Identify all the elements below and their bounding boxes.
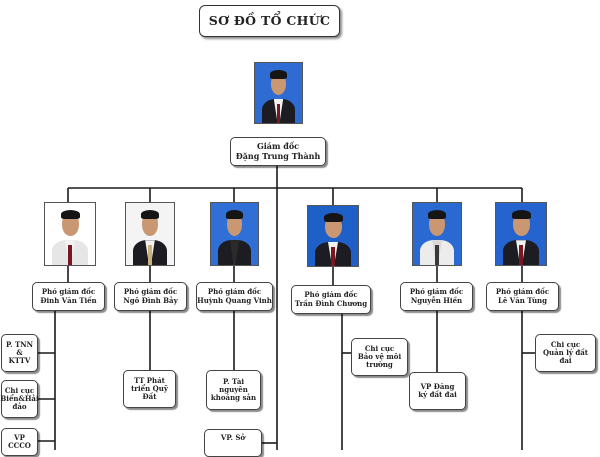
page-title-text: SƠ ĐỒ TỔ CHỨC (208, 12, 331, 28)
deputy-name: Nguyễn Hiền (410, 295, 463, 305)
unit-text: ký đất đai (418, 390, 457, 399)
page-title: SƠ ĐỒ TỔ CHỨC (199, 5, 340, 37)
unit-text: KTTV (8, 356, 31, 366)
deputy-photo-icon (307, 205, 359, 267)
deputy-photo-icon (412, 202, 462, 266)
unit-text: VP CCCO (8, 432, 31, 450)
deputy-name: Trần Đình Chương (294, 298, 368, 308)
unit-text: đai (559, 356, 572, 366)
deputy-photo-icon (44, 202, 96, 266)
director-role: Giám đốc (256, 141, 300, 152)
unit-text: VP. Sở (220, 433, 246, 442)
unit-text: Chi cục (364, 343, 395, 353)
deputy-role: Phó giám đốc (41, 287, 96, 297)
unit-text: trường (366, 360, 393, 370)
deputy-name: Lê Văn Tùng (497, 295, 548, 305)
unit-text: TT Phát (134, 375, 165, 385)
deputy-role: Phó giám đốc (123, 287, 178, 297)
deputy-box: Phó giám đốc Ngô Đình Bảy (114, 282, 187, 311)
deputy-box: Phó giám đốc Huỳnh Quang Vinh (196, 282, 273, 311)
director-name: Đặng Trung Thành (235, 150, 321, 161)
unit-bao-ve-moi-truong: Chi cục Bảo vệ môi trường (351, 338, 408, 376)
unit-text: Chi cục (4, 385, 35, 395)
unit-text: Đất (142, 392, 157, 402)
deputy-photo-icon (125, 202, 175, 266)
deputy-photo-icon (210, 202, 259, 266)
unit-text: đảo (12, 402, 27, 412)
deputy-box: Phó giám đốc Nguyễn Hiền (400, 282, 473, 311)
deputy-name: Huỳnh Quang Vinh (197, 295, 272, 305)
deputy-role: Phó giám đốc (304, 290, 358, 300)
deputy-box: Phó giám đốc Trần Đình Chương (291, 285, 371, 314)
unit-text: P. TNN & (6, 339, 33, 357)
unit-vp-dang-ky-dat-dai: VP Đăng ký đất đai (409, 372, 466, 410)
unit-text: P. Tài (222, 376, 245, 386)
deputy-role: Phó giám đốc (409, 287, 464, 297)
unit-text: nguyên (219, 384, 248, 394)
director-box: Giám đốc Đặng Trung Thành (230, 137, 326, 166)
deputy-box: Phó giám đốc Lê Văn Tùng (486, 282, 559, 311)
deputy-role: Phó giám đốc (207, 287, 262, 297)
unit-text: Quản lý đất (542, 347, 589, 357)
unit-text: VP Đăng (420, 381, 455, 391)
unit-vp-ccco: VP CCCO (1, 428, 38, 456)
director-photo-icon (254, 62, 303, 124)
unit-text: Biển&Hải (0, 393, 39, 403)
deputy-name: Ngô Đình Bảy (123, 295, 178, 305)
deputy-box: Phó giám đốc Đinh Văn Tiến (32, 282, 105, 311)
deputy-photo-icon (495, 202, 547, 266)
deputy-name: Đinh Văn Tiến (40, 295, 97, 305)
unit-tnn-kttv: P. TNN & KTTV (1, 334, 38, 372)
unit-text: triển Quỹ (131, 383, 168, 393)
unit-text: khoáng sản (210, 393, 257, 403)
unit-tt-phat-trien-quy-dat: TT Phát triển Quỹ Đất (123, 370, 176, 408)
unit-quan-ly-dat-dai: Chi cục Quản lý đất đai (535, 334, 596, 372)
unit-p-tai-nguyen-khoang-san: P. Tài nguyên khoáng sản (206, 370, 261, 410)
unit-text: Chi cục (550, 339, 581, 349)
deputy-role: Phó giám đốc (495, 287, 550, 297)
unit-text: Bảo vệ môi (357, 351, 402, 361)
unit-vp-so: VP. Sở (204, 429, 262, 457)
unit-bien-hai-dao: Chi cục Biển&Hải đảo (0, 380, 39, 418)
